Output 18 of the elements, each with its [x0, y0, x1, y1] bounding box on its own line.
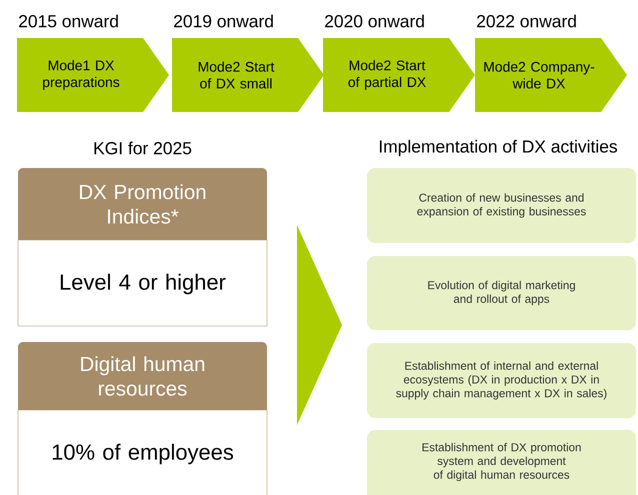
- chevron-box: Mode2 Company-wide DX: [475, 38, 627, 112]
- column-heading: Implementation of DX activities: [380, 140, 618, 156]
- node-label: Digital human resources: [81, 356, 204, 396]
- year-label: 2015 onward: [19, 14, 118, 28]
- activity-box: Establishment of DX promotion system and development of digital human resources: [367, 430, 636, 495]
- node-label: DX Promotion Indices*: [80, 184, 206, 224]
- year-label: 2019 onward: [174, 14, 273, 28]
- column-heading: KGI for 2025: [94, 142, 192, 154]
- year-label: 2020 onward: [325, 14, 424, 28]
- activity-box: Evolution of digital marketing and rollout of apps: [367, 256, 636, 330]
- activity-box: Establishment of internal and external ecosystems (DX in production x DX in supply chain management x DX in sales): [367, 343, 636, 418]
- chevron-box: Mode1 DX preparations: [17, 38, 169, 112]
- kgi-card: DX Promotion Indices* Level 4 or higher: [18, 168, 268, 326]
- chevron-box: Mode2 Start of DX small: [172, 38, 324, 112]
- kgi-card: Digital human resources 10% of employees: [18, 342, 268, 495]
- chevron-box: Mode2 Start of partial DX: [323, 38, 475, 112]
- activity-box: Creation of new businesses and expansion of existing businesses: [367, 168, 636, 243]
- year-label: 2022 onward: [477, 14, 576, 28]
